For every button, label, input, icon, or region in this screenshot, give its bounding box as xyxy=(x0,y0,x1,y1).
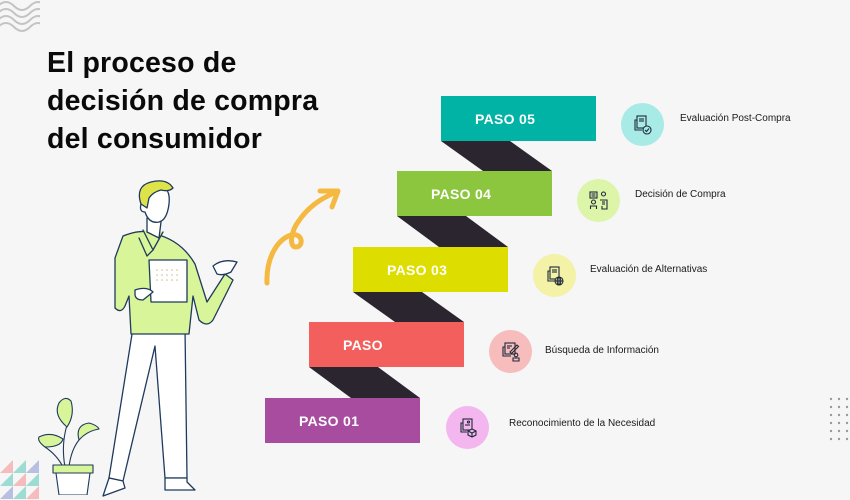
step-box-2: PASO xyxy=(309,322,464,367)
step-description-4: Decisión de Compra xyxy=(635,189,726,200)
dot-grid-decoration xyxy=(829,397,849,441)
document-globe-icon xyxy=(546,265,564,286)
document-box-icon xyxy=(459,417,477,438)
step-description-1: Reconocimiento de la Necesidad xyxy=(509,418,656,429)
connector-5-4 xyxy=(441,141,552,171)
page-title: El proceso de decisión de compra del con… xyxy=(47,44,367,158)
step-label: PASO xyxy=(343,336,383,353)
wave-lines-decoration xyxy=(0,1,40,32)
connector-4-3 xyxy=(397,216,508,247)
potted-plant-illustration xyxy=(38,397,100,495)
icon-circle-1 xyxy=(446,406,489,449)
step-label: PASO 04 xyxy=(431,185,492,202)
icon-circle-3 xyxy=(533,254,576,297)
title-line-2: decisión de compra xyxy=(47,85,319,117)
document-check-icon xyxy=(633,114,652,135)
step-description-5: Evaluación Post-Compra xyxy=(680,113,791,124)
step-label: PASO 05 xyxy=(475,110,536,127)
step-label: PASO 03 xyxy=(387,261,448,278)
step-label: PASO 01 xyxy=(299,412,360,429)
curly-arrow-icon xyxy=(264,188,341,286)
connector-3-2 xyxy=(353,292,464,322)
step-description-2: Búsqueda de Información xyxy=(545,345,659,356)
step-box-1: PASO 01 xyxy=(265,398,420,443)
title-line-1: El proceso de xyxy=(47,47,237,79)
icon-circle-4 xyxy=(577,179,620,222)
icon-circle-5 xyxy=(621,103,664,146)
presenter-illustration xyxy=(102,180,238,497)
triangle-pattern-decoration xyxy=(0,460,39,499)
document-edit-person-icon xyxy=(501,341,520,362)
title-line-3: del consumidor xyxy=(47,123,262,155)
step-box-3: PASO 03 xyxy=(353,247,508,292)
connector-2-1 xyxy=(309,367,420,398)
step-box-5: PASO 05 xyxy=(441,96,596,141)
step-description-3: Evaluación de Alternativas xyxy=(590,264,708,275)
people-document-icon xyxy=(588,190,608,210)
icon-circle-2 xyxy=(489,330,532,373)
step-box-4: PASO 04 xyxy=(397,171,552,216)
